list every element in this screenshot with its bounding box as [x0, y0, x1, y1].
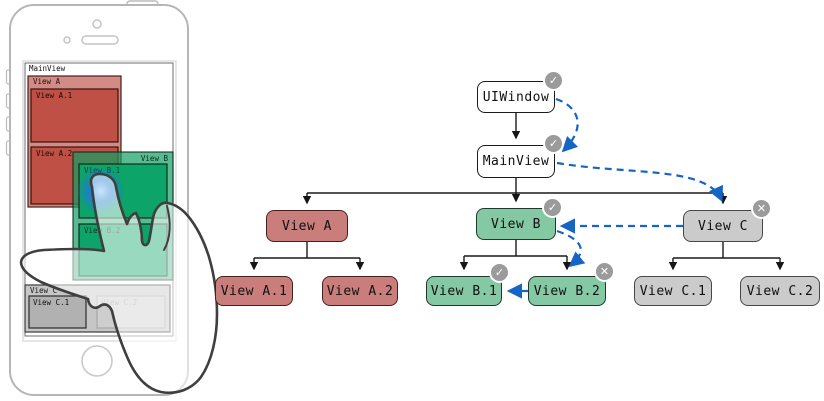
tree-node-view-c1: View C.1 [634, 276, 712, 306]
tree-node-view-c1-label: View C.1 [639, 283, 707, 299]
tree-node-view-b: View B [476, 208, 556, 240]
check-icon: ✓ [494, 266, 505, 279]
check-icon: ✓ [547, 201, 558, 214]
tree-node-mainview: MainView [477, 145, 555, 178]
check-icon: ✓ [548, 74, 559, 87]
tree-node-view-c-label: View C [698, 218, 748, 234]
tree-node-uiwindow: UIWindow [477, 81, 555, 113]
arrow-viewb-to-viewb2 [556, 229, 586, 268]
cross-icon: ✕ [599, 265, 610, 278]
tree-node-view-a1-label: View A.1 [220, 283, 288, 299]
arrow-mainview-to-viewc [556, 161, 723, 203]
tree-node-view-c2: View C.2 [740, 276, 820, 306]
tree-node-view-c: View C [683, 210, 763, 242]
tree-node-mainview-label: MainView [482, 154, 550, 169]
check-icon: ✓ [548, 137, 559, 150]
check-badge-mainview: ✓ [543, 133, 564, 154]
hierarchy-lines [249, 113, 785, 271]
tree-node-view-a-label: View A [282, 218, 332, 234]
view-c1-label: View C.1 [33, 298, 69, 307]
tree-node-view-b1-label: View B.1 [430, 283, 498, 299]
camera-icon [92, 19, 102, 29]
hand-illustration [19, 172, 219, 395]
view-c-label: View C [30, 286, 57, 295]
tree-node-view-c2-label: View C.2 [746, 283, 814, 299]
cross-badge-view-c: ✕ [751, 198, 772, 219]
tree-node-view-b-label: View B [491, 216, 541, 232]
cross-badge-view-b2: ✕ [594, 261, 615, 282]
check-badge-view-b1: ✓ [489, 262, 510, 283]
view-a1-label: View A.1 [36, 91, 72, 100]
view-c1-rect [28, 295, 87, 329]
home-button [81, 345, 113, 377]
view-a-label: View A [33, 77, 61, 86]
speaker-icon [81, 35, 119, 45]
cross-icon: ✕ [756, 202, 767, 215]
tree-node-view-a2-label: View A.2 [326, 283, 394, 299]
tree-node-uiwindow-label: UIWindow [482, 89, 550, 105]
hit-test-arrows [506, 97, 723, 299]
check-badge-view-b: ✓ [542, 197, 563, 218]
mainview-label: MainView [29, 64, 66, 73]
sensor-icon [63, 36, 71, 44]
view-a2-label: View A.2 [36, 149, 72, 158]
view-b-label: View B [141, 154, 169, 163]
tree-node-view-a2: View A.2 [322, 276, 398, 306]
check-badge-uiwindow: ✓ [543, 70, 564, 91]
tree-node-view-b2: View B.2 [528, 276, 606, 306]
finger-crease [163, 205, 171, 251]
tree-node-view-a1: View A.1 [215, 276, 293, 306]
tree-node-view-b2-label: View B.2 [533, 283, 601, 299]
hand-outline [19, 172, 219, 395]
phone-illustration: MainView View A View A.1 View A.2 View B… [5, 0, 219, 396]
tree-node-view-b1: View B.1 [426, 276, 502, 306]
view-a1-rect [30, 88, 119, 143]
tree-node-view-a: View A [266, 210, 348, 242]
